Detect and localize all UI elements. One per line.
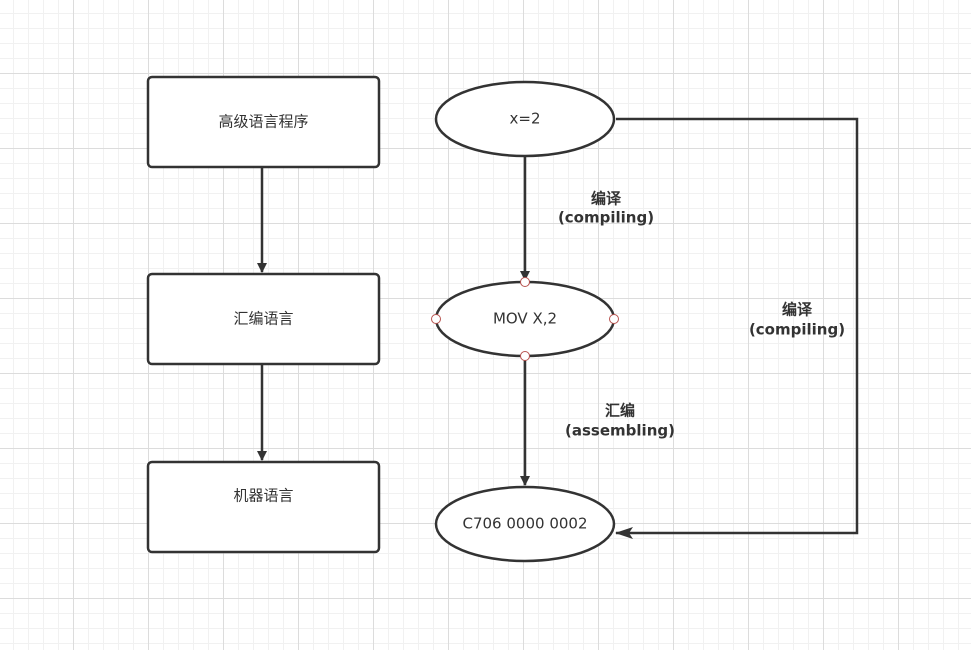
- edge-label-assemble-line2: (assembling): [565, 422, 675, 440]
- arrow-source-to-machine-direct: [615, 117, 859, 539]
- node-assembly-language-label: 汇编语言: [233, 310, 293, 328]
- connector-left[interactable]: [431, 314, 441, 324]
- edge-label-assemble: 汇编 (assembling): [565, 402, 675, 440]
- edge-label-compile-right-line1: 编译: [782, 301, 813, 319]
- edge-label-compile-top-line2: (compiling): [558, 209, 654, 227]
- node-machine-code[interactable]: C706 0000 0002: [434, 485, 616, 563]
- edge-label-compile-top: 编译 (compiling): [558, 190, 654, 227]
- edge-label-compile-right-line2: (compiling): [749, 321, 845, 339]
- node-machine-language[interactable]: 机器语言: [146, 460, 381, 554]
- edge-label-assemble-line1: 汇编: [605, 402, 635, 420]
- node-source-code-label: x=2: [510, 110, 541, 128]
- connector-right[interactable]: [609, 314, 619, 324]
- connection-points: [431, 277, 619, 361]
- node-asm-code-label: MOV X,2: [493, 310, 557, 328]
- connector-bottom[interactable]: [520, 351, 530, 361]
- node-source-code[interactable]: x=2: [434, 80, 616, 158]
- node-machine-code-label: C706 0000 0002: [463, 515, 588, 533]
- edge-label-compile-top-line1: 编译: [591, 190, 622, 208]
- node-assembly-language[interactable]: 汇编语言: [146, 272, 381, 366]
- node-high-level-language-label: 高级语言程序: [218, 113, 308, 131]
- node-high-level-language[interactable]: 高级语言程序: [146, 75, 381, 169]
- connector-top[interactable]: [520, 277, 530, 287]
- node-asm-code[interactable]: MOV X,2: [434, 280, 616, 358]
- node-machine-language-label: 机器语言: [233, 487, 293, 505]
- edge-label-compile-right: 编译 (compiling): [749, 301, 845, 339]
